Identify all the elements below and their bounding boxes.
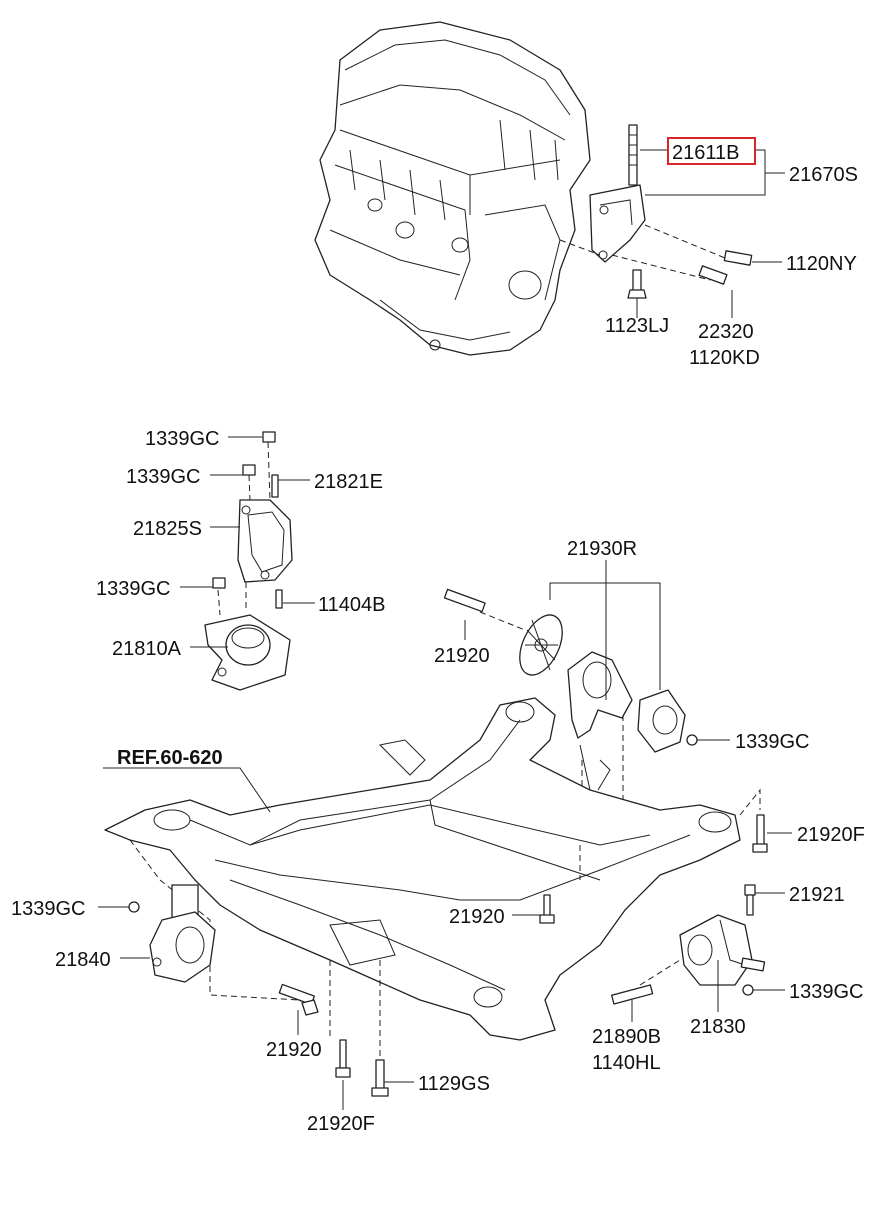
label-21920-b[interactable]: 21920	[449, 906, 505, 928]
right-mount-21830	[610, 814, 768, 1005]
mount-bracket-21670S	[559, 124, 753, 299]
label-21930R[interactable]: 21930R	[567, 538, 637, 560]
highlight-box-21611B	[667, 137, 756, 165]
label-1339GC-right[interactable]: 1339GC	[735, 731, 810, 753]
label-1123LJ[interactable]: 1123LJ	[605, 315, 669, 337]
label-21821E[interactable]: 21821E	[314, 471, 383, 493]
label-ref-60-620[interactable]: REF.60-620	[117, 747, 223, 769]
label-1339GC-top2[interactable]: 1339GC	[126, 466, 201, 488]
transmission-mount-21930R	[443, 588, 698, 840]
label-21920F-right[interactable]: 21920F	[797, 824, 865, 846]
label-21611B[interactable]: 21611B	[672, 142, 739, 164]
label-21890B[interactable]: 21890B	[592, 1026, 661, 1048]
label-21920-a[interactable]: 21920	[434, 645, 490, 667]
label-1339GC-mid[interactable]: 1339GC	[96, 578, 171, 600]
label-1339GC-left[interactable]: 1339GC	[11, 898, 86, 920]
label-1120NY[interactable]: 1120NY	[786, 253, 857, 275]
leader-lines	[98, 149, 792, 1110]
front-subframe	[104, 697, 761, 1060]
label-1140HL[interactable]: 1140HL	[592, 1052, 661, 1074]
lower-fasteners	[335, 894, 555, 1097]
label-1339GC-top1[interactable]: 1339GC	[145, 428, 220, 450]
label-1339GC-rear[interactable]: 1339GC	[789, 981, 864, 1003]
label-21920-c[interactable]: 21920	[266, 1039, 322, 1061]
label-21920F-bottom[interactable]: 21920F	[307, 1113, 375, 1135]
label-21830[interactable]: 21830	[690, 1016, 746, 1038]
label-22320[interactable]: 22320	[698, 321, 754, 343]
label-11404B[interactable]: 11404B	[318, 594, 385, 616]
label-21825S[interactable]: 21825S	[133, 518, 202, 540]
engine-block	[314, 21, 591, 356]
label-21840[interactable]: 21840	[55, 949, 111, 971]
label-1120KD[interactable]: 1120KD	[689, 347, 760, 369]
label-21921[interactable]: 21921	[789, 884, 845, 906]
label-21670S[interactable]: 21670S	[789, 164, 858, 186]
left-mount-assembly	[204, 431, 293, 691]
label-21810A[interactable]: 21810A	[112, 638, 182, 660]
left-mount-21840	[128, 884, 319, 1016]
label-1129GS[interactable]: 1129GS	[418, 1073, 490, 1095]
